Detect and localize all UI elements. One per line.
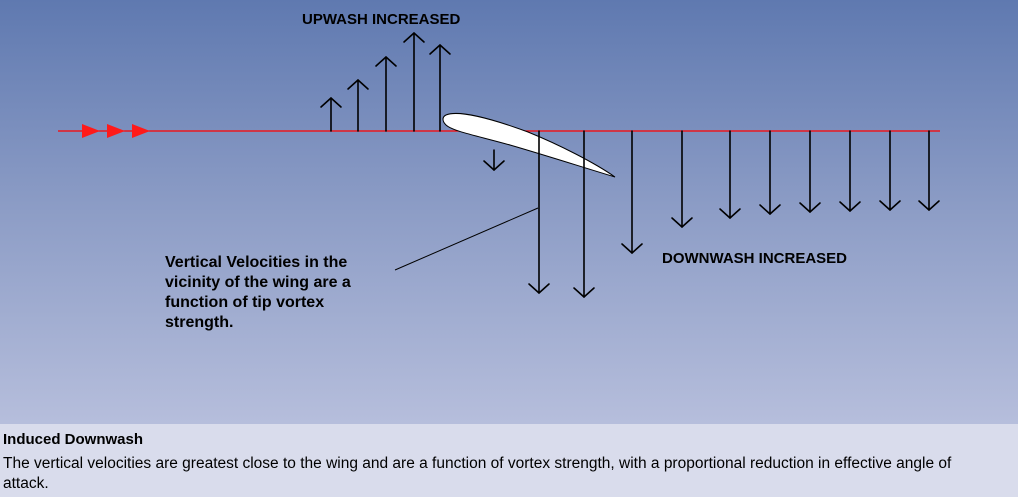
downwash-arrows [483, 130, 940, 298]
downwash-arrow-icon [719, 130, 741, 219]
airflow-arrowhead-icon [107, 124, 125, 138]
downwash-arrow-icon [671, 130, 693, 228]
upwash-arrow-icon [347, 79, 369, 132]
downwash-arrow-icon [839, 130, 861, 212]
diagram-panel: UPWASH INCREASED DOWNWASH INCREASED Vert… [0, 0, 1018, 424]
airflow-arrowhead-icon [132, 124, 150, 138]
downwash-arrow-icon [573, 130, 595, 298]
downwash-arrow-icon [879, 130, 901, 211]
downwash-label: DOWNWASH INCREASED [662, 250, 848, 267]
downwash-arrow-icon [528, 130, 550, 294]
downwash-arrow-icon [799, 130, 821, 213]
downwash-arrow-icon [759, 130, 781, 215]
upwash-arrow-icon [429, 44, 451, 132]
caption-panel: Induced Downwash The vertical velocities… [0, 424, 1018, 497]
induced-downwash-diagram [58, 32, 940, 298]
downwash-arrow-icon [483, 149, 505, 171]
velocity-note: Vertical Velocities in the vicinity of t… [165, 254, 351, 331]
upwash-arrow-icon [403, 32, 425, 132]
upwash-label: UPWASH INCREASED [302, 11, 461, 28]
upwash-arrow-icon [375, 56, 397, 132]
upwash-arrows [320, 32, 451, 132]
airflow-arrowhead-icon [82, 124, 100, 138]
note-leader-line [394, 207, 539, 271]
caption-text: The vertical velocities are greatest clo… [3, 455, 952, 492]
upwash-arrow-icon [320, 97, 342, 132]
caption-title: Induced Downwash [3, 431, 144, 448]
airfoil-icon [442, 113, 616, 178]
airflow-arrowheads [82, 124, 150, 138]
downwash-arrow-icon [621, 130, 643, 254]
downwash-arrow-icon [918, 130, 940, 211]
